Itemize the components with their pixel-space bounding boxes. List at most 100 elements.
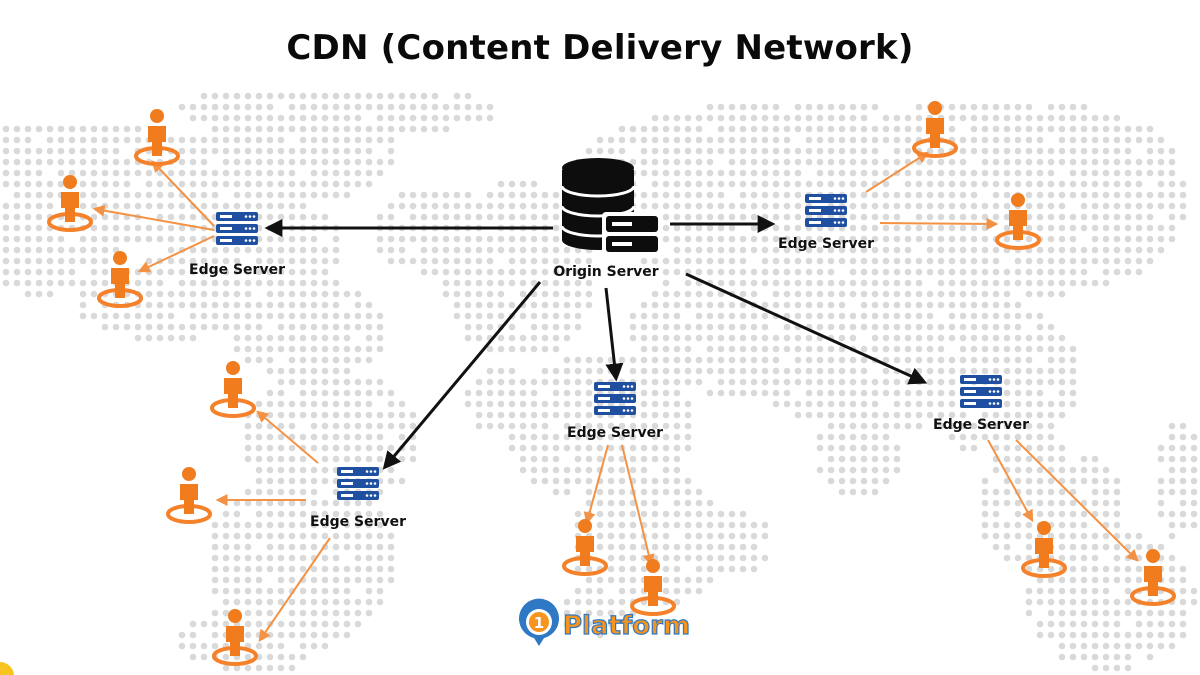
map-dot bbox=[717, 521, 725, 529]
map-dot bbox=[1168, 444, 1176, 452]
map-dot bbox=[178, 147, 186, 155]
edge-server-label: Edge Server bbox=[933, 417, 1029, 433]
map-dot bbox=[277, 521, 285, 529]
map-dot bbox=[1157, 642, 1165, 650]
map-dot bbox=[673, 246, 681, 254]
map-dot bbox=[277, 213, 285, 221]
map-dot bbox=[651, 169, 659, 177]
map-dot bbox=[794, 334, 802, 342]
map-dot bbox=[739, 510, 747, 518]
map-dot bbox=[783, 400, 791, 408]
map-dot bbox=[222, 532, 230, 540]
map-dot bbox=[563, 389, 571, 397]
edge-server-south[interactable]: Edge Server bbox=[567, 382, 663, 441]
map-dot bbox=[1069, 213, 1077, 221]
map-dot bbox=[1047, 103, 1055, 111]
map-dot bbox=[849, 114, 857, 122]
map-dot bbox=[739, 565, 747, 573]
edge-server-north-east[interactable]: Edge Server bbox=[778, 194, 874, 252]
map-dot bbox=[1036, 444, 1044, 452]
map-dot bbox=[321, 411, 329, 419]
map-dot bbox=[1025, 466, 1033, 474]
map-dot bbox=[508, 433, 516, 441]
map-dot bbox=[992, 125, 1000, 133]
map-dot bbox=[156, 334, 164, 342]
origin-server[interactable]: Origin Server bbox=[553, 158, 662, 280]
map-dot bbox=[937, 334, 945, 342]
map-dot bbox=[728, 213, 736, 221]
map-dot bbox=[992, 411, 1000, 419]
map-dot bbox=[211, 565, 219, 573]
map-dot bbox=[420, 246, 428, 254]
map-dot bbox=[893, 257, 901, 265]
edge-user-arrow bbox=[621, 444, 655, 567]
map-dot bbox=[299, 257, 307, 265]
map-dot bbox=[838, 323, 846, 331]
map-dot bbox=[640, 455, 648, 463]
map-dot bbox=[1047, 587, 1055, 595]
map-dot bbox=[684, 224, 692, 232]
map-dot bbox=[266, 147, 274, 155]
map-dot bbox=[728, 345, 736, 353]
map-dot bbox=[1047, 378, 1055, 386]
edge-server-south-west[interactable]: Edge Server bbox=[310, 467, 406, 530]
map-dot bbox=[1025, 598, 1033, 606]
map-dot bbox=[475, 290, 483, 298]
map-dot bbox=[442, 114, 450, 122]
map-dot bbox=[288, 257, 296, 265]
map-dot bbox=[1102, 587, 1110, 595]
map-dot bbox=[310, 169, 318, 177]
map-dot bbox=[948, 378, 956, 386]
map-dot bbox=[343, 290, 351, 298]
map-dot bbox=[915, 345, 923, 353]
map-dot bbox=[365, 521, 373, 529]
map-dot bbox=[1003, 422, 1011, 430]
map-dot bbox=[585, 411, 593, 419]
map-dot bbox=[1124, 224, 1132, 232]
map-dot bbox=[1069, 136, 1077, 144]
map-dot bbox=[519, 455, 527, 463]
map-dot bbox=[178, 301, 186, 309]
map-dot bbox=[79, 169, 87, 177]
map-dot bbox=[981, 356, 989, 364]
map-dot bbox=[1124, 180, 1132, 188]
map-dot bbox=[277, 191, 285, 199]
map-dot bbox=[387, 202, 395, 210]
map-dot bbox=[376, 213, 384, 221]
map-dot bbox=[1014, 455, 1022, 463]
map-dot bbox=[233, 180, 241, 188]
map-dot bbox=[838, 301, 846, 309]
map-dot bbox=[519, 312, 527, 320]
map-dot bbox=[2, 213, 10, 221]
map-dot bbox=[266, 598, 274, 606]
map-dot bbox=[46, 290, 54, 298]
map-dot bbox=[288, 103, 296, 111]
map-dot bbox=[101, 191, 109, 199]
map-dot bbox=[79, 279, 87, 287]
map-dot bbox=[1102, 477, 1110, 485]
map-dot bbox=[816, 411, 824, 419]
map-dot bbox=[1058, 136, 1066, 144]
map-dot bbox=[574, 389, 582, 397]
map-dot bbox=[1003, 312, 1011, 320]
map-dot bbox=[761, 268, 769, 276]
map-dot bbox=[1102, 576, 1110, 584]
edge-user-arrow bbox=[865, 151, 930, 193]
map-dot bbox=[497, 367, 505, 375]
map-dot bbox=[750, 378, 758, 386]
map-dot bbox=[651, 125, 659, 133]
map-dot bbox=[1113, 488, 1121, 496]
map-dot bbox=[805, 158, 813, 166]
map-dot bbox=[244, 323, 252, 331]
map-dot bbox=[68, 257, 76, 265]
map-dot bbox=[1047, 576, 1055, 584]
map-dot bbox=[695, 521, 703, 529]
map-dot bbox=[706, 213, 714, 221]
map-dot bbox=[1190, 488, 1198, 496]
map-dot bbox=[871, 301, 879, 309]
edge-server-south-east[interactable]: Edge Server bbox=[933, 375, 1029, 433]
map-dot bbox=[354, 510, 362, 518]
map-dot bbox=[332, 532, 340, 540]
map-dot bbox=[288, 499, 296, 507]
edge-server-west[interactable]: Edge Server bbox=[189, 212, 285, 278]
